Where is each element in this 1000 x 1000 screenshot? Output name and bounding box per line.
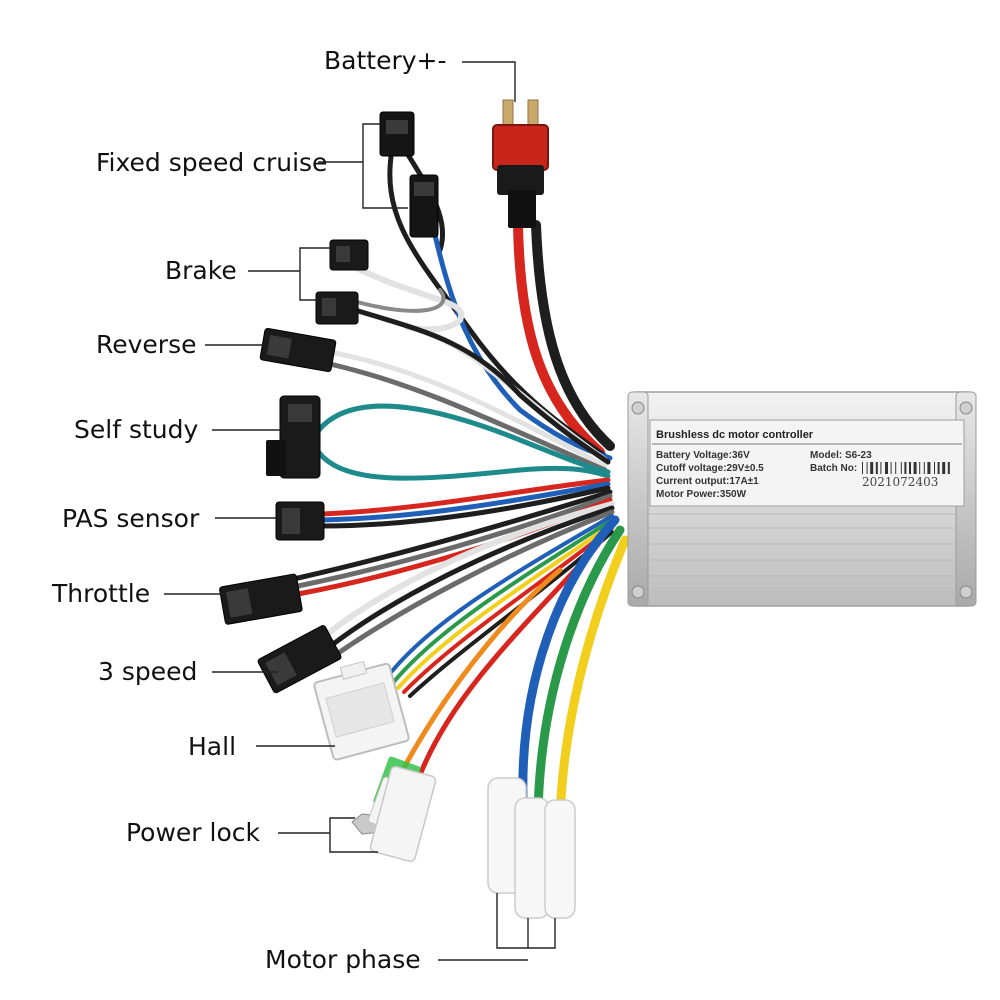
hall-yellow-wire [396, 522, 614, 690]
reverse-connector [259, 327, 337, 373]
controller-cutoff-voltage: Cutoff voltage:29V±0.5 [656, 463, 764, 474]
motor-phase-green-wire [533, 525, 625, 820]
controller-label-sticker [649, 419, 965, 507]
wires [295, 147, 630, 820]
label-throttle: Throttle [52, 579, 151, 608]
pas-red-wire [319, 477, 611, 517]
leader-lines [164, 61, 556, 961]
brake-bracket [299, 247, 330, 301]
battery-black-wire [531, 220, 615, 451]
reverse-gray-wire [327, 361, 608, 473]
barcode-bar [919, 462, 921, 474]
motor-phase-bracket [496, 893, 556, 949]
controller-battery-voltage: Battery Voltage:36V [656, 450, 750, 461]
label-3-speed: 3 speed [98, 657, 198, 686]
motor-phase-connectors [487, 777, 576, 919]
three-speed-gray-wire [331, 509, 615, 659]
label-battery: Battery+- [324, 46, 447, 75]
battery-connector [492, 99, 549, 228]
cruise-bracket [362, 123, 408, 209]
self-study-teal-wire-2 [309, 437, 611, 481]
barcode-bar [862, 462, 863, 474]
reverse-white-wire [327, 349, 608, 469]
throttle-connector [219, 573, 303, 625]
three-speed-white-wire [317, 501, 615, 643]
three-speed-black-wire [325, 505, 615, 651]
barcode-bar [923, 462, 925, 474]
controller-current-output: Current output:17A±1 [656, 476, 759, 487]
barcode-bar [913, 462, 917, 474]
throttle-gray-wire [295, 493, 613, 589]
power-lock-connector [351, 756, 437, 863]
barcode-bar [934, 462, 935, 474]
battery-red-wire [513, 220, 605, 457]
label-brake: Brake [165, 256, 237, 285]
pas-connector [275, 501, 325, 541]
motor-phase-yellow-wire [555, 535, 630, 820]
motor-controller-box: Brushless dc motor controller Battery Vo… [627, 391, 977, 607]
barcode-bar [890, 462, 892, 474]
power-lock-orange-wire [397, 567, 563, 778]
cruise-connector-lower [409, 174, 439, 238]
power-lock-bracket [329, 817, 378, 853]
cruise-connector-upper [379, 111, 415, 157]
brake-black-wire [352, 307, 611, 465]
pas-blue-wire [319, 481, 611, 523]
barcode [862, 462, 950, 474]
barcode-bar [880, 462, 882, 474]
throttle-black-wire [295, 489, 613, 581]
pas-black-wire [319, 485, 611, 529]
brake-connector-lower [315, 291, 359, 325]
barcode-bar [947, 462, 950, 474]
barcode-bar [875, 462, 878, 474]
controller-batch-number: 2021072403 [862, 475, 938, 489]
brake-gray-wire [348, 288, 446, 313]
barcode-bar [904, 462, 907, 474]
label-pas-sensor: PAS sensor [62, 504, 200, 533]
barcode-bar [909, 462, 911, 474]
controller-model: Model: S6-23 [810, 450, 872, 461]
barcode-bar [870, 462, 874, 474]
hall-red-wire [402, 526, 614, 694]
brake-connector-upper [329, 239, 369, 271]
label-self-study: Self study [74, 415, 199, 444]
self-study-teal-wire [309, 403, 611, 475]
barcode-bar [942, 462, 946, 474]
hall-connector [313, 660, 410, 761]
label-power-lock: Power lock [126, 818, 260, 847]
label-reverse: Reverse [96, 330, 197, 359]
battery-leader [462, 61, 516, 102]
label-fixed-speed-cruise: Fixed speed cruise [96, 148, 328, 177]
barcode-bar [866, 462, 868, 474]
controller-batch-label: Batch No: [810, 463, 857, 474]
hall-blue-wire [383, 514, 614, 682]
connectors [219, 99, 576, 919]
barcode-bar [937, 462, 940, 474]
label-hall: Hall [188, 732, 237, 761]
three-speed-connector [257, 625, 342, 694]
barcode-bar [900, 462, 902, 474]
label-motor-phase: Motor phase [265, 945, 421, 974]
barcode-bar [885, 462, 888, 474]
controller-title: Brushless dc motor controller [656, 429, 814, 441]
hall-green-wire [390, 518, 614, 686]
motor-phase-blue-wire [518, 515, 620, 805]
self-study-connector [266, 395, 321, 479]
barcode-bar [895, 462, 897, 474]
controller-motor-power: Motor Power:350W [656, 489, 747, 500]
barcode-bar [927, 462, 931, 474]
